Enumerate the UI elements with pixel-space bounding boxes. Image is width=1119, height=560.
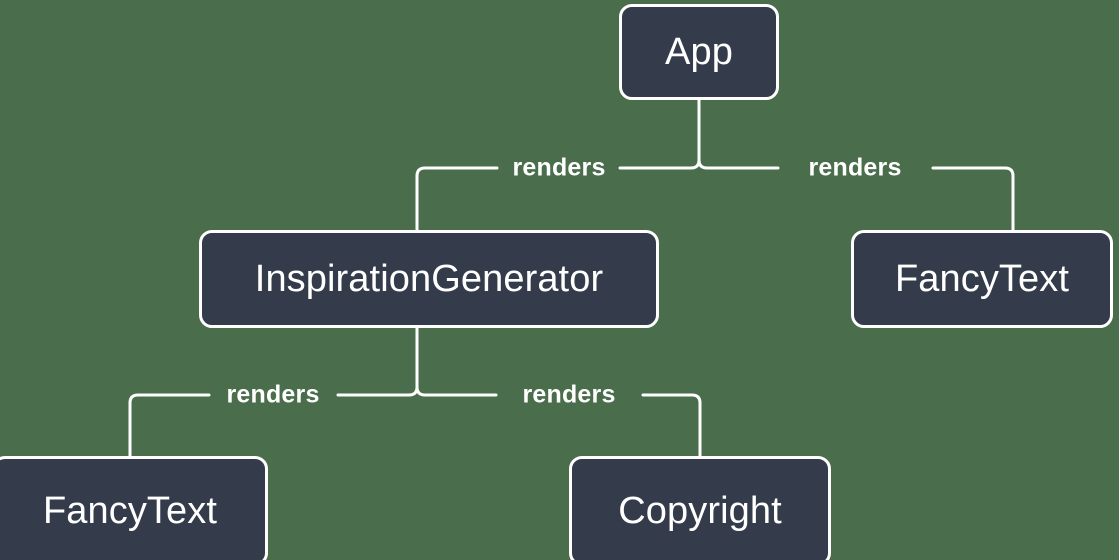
node-fancytext-bottom-label: FancyText xyxy=(42,490,218,532)
edge-label-app-to-inspiration: renders xyxy=(512,153,606,182)
node-app[interactable]: App xyxy=(619,4,779,100)
edge-label-inspiration-to-fancytext-bottom: renders xyxy=(226,380,320,409)
node-fancytext-right[interactable]: FancyText xyxy=(851,230,1113,328)
edge-inspiration-to-fancytext-bottom xyxy=(128,393,411,458)
node-inspiration-generator-label: InspirationGenerator xyxy=(254,258,604,300)
edge-inspiration-to-copyright xyxy=(423,393,702,458)
edge-label-inspiration-to-copyright: renders xyxy=(522,380,616,409)
node-copyright-label: Copyright xyxy=(618,490,782,532)
node-inspiration-generator[interactable]: InspirationGenerator xyxy=(199,230,659,328)
node-fancytext-bottom[interactable]: FancyText xyxy=(0,456,268,560)
node-app-label: App xyxy=(665,31,733,73)
edge-app-to-fancytext-right xyxy=(705,166,1015,232)
edge-app-stem-right xyxy=(697,158,709,170)
edge-app-to-inspiration xyxy=(415,166,693,232)
edge-inspiration-stem xyxy=(407,326,419,397)
edge-label-app-to-fancytext-right: renders xyxy=(808,153,902,182)
node-copyright[interactable]: Copyright xyxy=(569,456,831,560)
edge-inspiration-stem-right xyxy=(415,385,427,397)
node-fancytext-right-label: FancyText xyxy=(894,258,1070,300)
edge-app-stem xyxy=(689,98,701,170)
